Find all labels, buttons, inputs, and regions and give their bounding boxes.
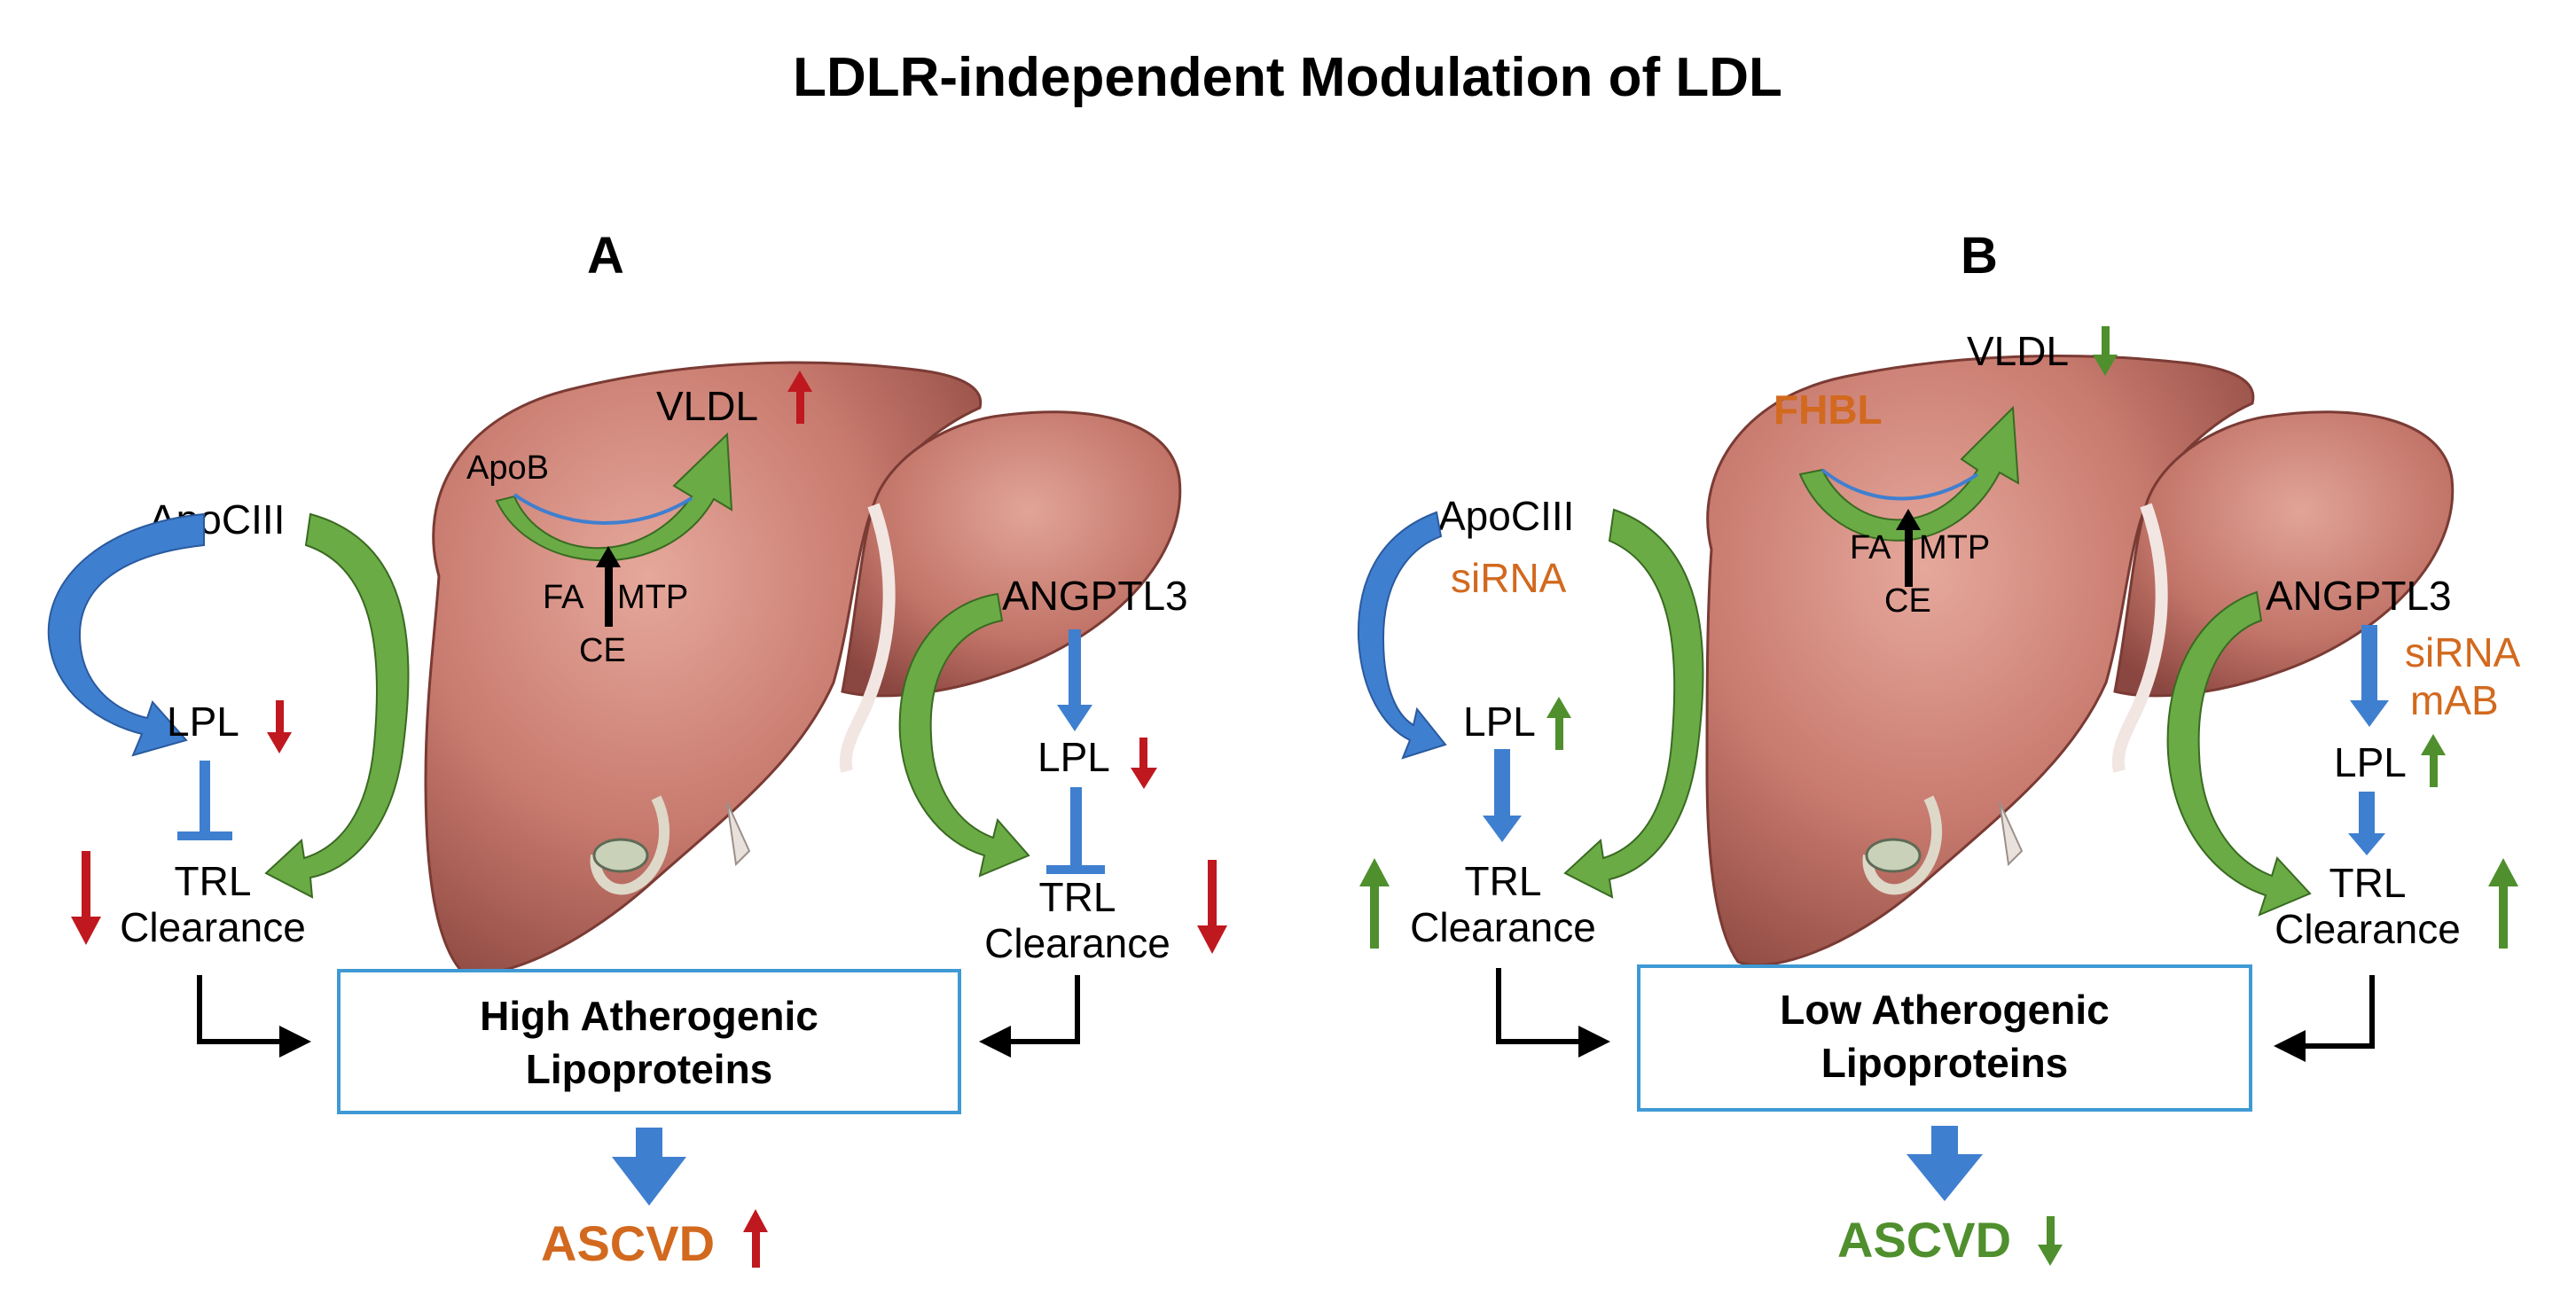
clearance-right-label-a: Clearance (984, 920, 1171, 966)
mtp-label-a: MTP (617, 579, 688, 616)
angptl3-label-a: ANGPTL3 (1002, 573, 1188, 619)
trl-to-box-connector-left-a (197, 975, 311, 1058)
fa-label-a: FA (543, 579, 584, 616)
trl-left-down-arrow-a (71, 851, 101, 945)
trl-to-box-connector-left-b (1496, 968, 1610, 1058)
lpl-left-label-b: LPL (1463, 699, 1536, 745)
panel-b: B FHBL VLDL FA MTP CE ApoCIII siRNA L (1357, 227, 2521, 1268)
apociii-to-lpl-arrow-a (47, 512, 205, 757)
vldl-secretion-arrow-a (495, 432, 733, 562)
mab-label: mAB (2410, 677, 2499, 723)
fhbl-label: FHBL (1773, 386, 1883, 433)
low-atherogenic-box (1637, 964, 2252, 1112)
ce-label-a: CE (579, 632, 626, 669)
box-line1-b: Low Atherogenic (1780, 987, 2109, 1033)
lpl-left-down-arrow-a (267, 700, 292, 753)
trl-right-label-a: TRL (1039, 874, 1116, 920)
panel-a: A ApoB VLDL FA MTP CE ApoCIII (47, 227, 1227, 1271)
trl-right-label-b: TRL (2329, 860, 2407, 906)
sirna-left-label: siRNA (1451, 555, 1567, 601)
trl-right-up-arrow-b (2488, 858, 2518, 949)
clearance-left-label-a: Clearance (120, 904, 306, 950)
vldl-up-arrow-a (787, 371, 812, 424)
vldl-label-a: VLDL (656, 383, 758, 429)
lpl-right-label-b: LPL (2334, 739, 2407, 785)
apociii-label-b: ApoCIII (1438, 493, 1574, 539)
fa-label-b: FA (1850, 529, 1891, 566)
figure-title: LDLR-independent Modulation of LDL (793, 47, 1782, 108)
angptl3-to-trl-arrow-a (898, 592, 1030, 878)
angptl3-to-trl-arrow-b (2166, 590, 2312, 917)
ascvd-down-arrow-b (2038, 1216, 2063, 1266)
box-line2-a: Lipoproteins (526, 1046, 773, 1092)
trl-left-label-a: TRL (175, 858, 252, 904)
high-atherogenic-box (337, 969, 961, 1114)
trl-left-label-b: TRL (1465, 858, 1542, 904)
apob-label: ApoB (466, 449, 549, 487)
lpl-right-label-a: LPL (1037, 734, 1110, 780)
angptl3-to-lpl-arrow-a (1057, 629, 1092, 731)
lpl-right-up-arrow-b (2421, 734, 2446, 787)
box-line1-a: High Atherogenic (480, 993, 818, 1039)
trl-to-box-connector-right-a (979, 975, 1080, 1058)
liver-illustration-a (424, 361, 1182, 975)
mtp-label-b: MTP (1919, 529, 1990, 566)
ascvd-up-arrow-a (743, 1209, 768, 1268)
lpl-inhibits-trl-right-a (1070, 787, 1082, 865)
sirna-right-label: siRNA (2405, 629, 2521, 675)
panel-b-letter: B (1961, 227, 1998, 285)
apociii-to-trl-arrow-a (264, 512, 410, 899)
clearance-left-label-b: Clearance (1410, 904, 1596, 950)
angptl3-to-lpl-arrow-b (2350, 625, 2389, 727)
panel-a-letter: A (587, 227, 624, 285)
lpl-inhibits-trl-a (200, 761, 210, 831)
trl-left-up-arrow-b (1359, 858, 1390, 949)
box-to-ascvd-arrow-b (1907, 1126, 1983, 1201)
lpl-left-up-arrow-b (1546, 697, 1571, 750)
mtp-arrow-head-b (1896, 509, 1921, 530)
box-to-ascvd-arrow-a (612, 1128, 686, 1206)
mtp-arrow-shaft-b (1905, 523, 1913, 587)
angptl3-label-b: ANGPTL3 (2266, 573, 2452, 619)
vldl-down-arrow-b (2093, 326, 2118, 376)
lpl-to-trl-arrow-right-b (2348, 792, 2385, 855)
ascvd-label-a: ASCVD (541, 1215, 715, 1271)
trl-right-down-arrow-a (1197, 860, 1227, 954)
lpl-to-trl-arrow-b (1483, 749, 1522, 842)
trl-to-box-connector-right-b (2274, 975, 2375, 1062)
box-line2-b: Lipoproteins (1821, 1040, 2069, 1086)
vldl-label-b: VLDL (1967, 328, 2069, 374)
mtp-arrow-head-a (596, 546, 621, 567)
apociii-to-lpl-arrow-b (1357, 511, 1447, 760)
ascvd-label-b: ASCVD (1837, 1212, 2011, 1268)
ce-label-b: CE (1884, 582, 1931, 620)
lpl-right-down-arrow-a (1131, 738, 1157, 789)
lpl-left-label-a: LPL (167, 699, 239, 745)
vldl-secretion-arrow-b (1798, 405, 2020, 542)
apociii-to-trl-arrow-b (1563, 508, 1704, 899)
mtp-arrow-shaft-a (605, 560, 613, 627)
clearance-right-label-b: Clearance (2275, 906, 2461, 952)
